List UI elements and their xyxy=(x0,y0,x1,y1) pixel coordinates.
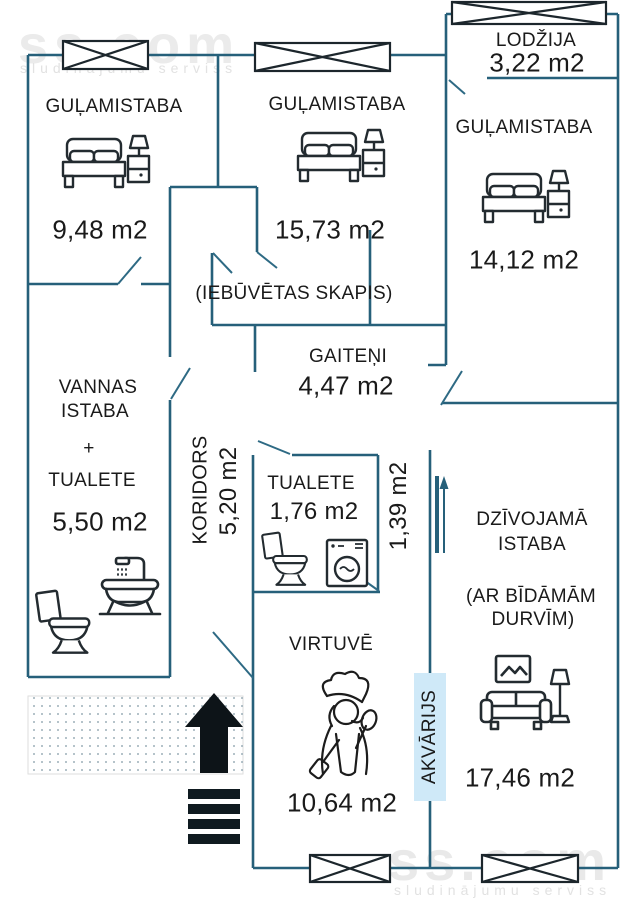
bed-icon xyxy=(296,128,386,183)
floor-lamp-icon xyxy=(549,668,571,724)
room-area-bathroom: 5,50 m2 xyxy=(52,506,148,537)
chef-cook-icon xyxy=(307,670,381,781)
room-label-wc: TUALETE xyxy=(267,473,355,494)
walls xyxy=(26,12,620,870)
watermark-tagline-bottom: sludinājumu serviss xyxy=(394,882,612,898)
room-area-wc: 1,76 m2 xyxy=(269,498,359,525)
room-label-bedroom-right: GUĻAMISTABA xyxy=(455,117,593,138)
room-label-bedroom-middle: GUĻAMISTABA xyxy=(268,94,406,115)
bed-icon xyxy=(481,169,571,224)
washing-machine-icon xyxy=(325,538,369,588)
room-area-corridor: 5,20 m2 xyxy=(215,446,242,536)
room-label-bedroom-left: GUĻAMISTABA xyxy=(45,96,183,117)
room-label-living-2: ISTABA xyxy=(498,534,566,555)
room-label-hallway: GAITEŅI xyxy=(308,346,388,367)
room-label-living-1: DZĪVOJAMĀ xyxy=(476,509,588,530)
room-area-living: 17,46 m2 xyxy=(464,762,576,793)
room-area-kitchen: 10,64 m2 xyxy=(286,787,398,818)
room-area-loggia: 3,22 m2 xyxy=(489,47,585,78)
bathtub-shower-icon xyxy=(98,556,162,616)
bed-icon xyxy=(61,134,151,189)
sofa-icon xyxy=(479,690,553,731)
room-area-bedroom-right: 14,12 m2 xyxy=(468,244,580,275)
room-label-bathroom-2: ISTABA xyxy=(61,401,129,422)
aquarium-label: AKVĀRIJS xyxy=(419,689,440,785)
room-label-bathroom-3: + xyxy=(83,438,95,459)
room-label-loggia: LODŽIJA xyxy=(495,30,577,51)
room-label-corridor: KORIDORS xyxy=(189,435,212,545)
room-area-bedroom-middle: 15,73 m2 xyxy=(274,214,386,245)
stairs-icon xyxy=(188,789,240,844)
room-area-hallway: 4,47 m2 xyxy=(298,370,394,401)
sliding-door-arrow-icon xyxy=(435,476,449,553)
toilet-icon xyxy=(34,589,91,654)
picture-frame-icon xyxy=(494,654,532,684)
room-area-bedroom-left: 9,48 m2 xyxy=(52,214,148,245)
room-area-vestibule: 1,39 m2 xyxy=(385,461,412,551)
toilet-icon xyxy=(260,531,308,586)
room-label-kitchen: VIRTUVĒ xyxy=(288,634,374,655)
window-icon xyxy=(61,0,608,884)
closet-note: (IEBŪVĒTAS SKAPIS) xyxy=(195,283,393,304)
aquarium-highlight xyxy=(414,673,446,801)
entrance-arrow-icon xyxy=(185,693,243,773)
room-note-living-2: DURVĪM) xyxy=(491,609,575,630)
room-label-bathroom-4: TUALETE xyxy=(48,470,136,491)
room-note-living-1: (AR BĪDĀMĀM xyxy=(466,586,596,607)
room-label-bathroom-1: VANNAS xyxy=(58,377,138,398)
